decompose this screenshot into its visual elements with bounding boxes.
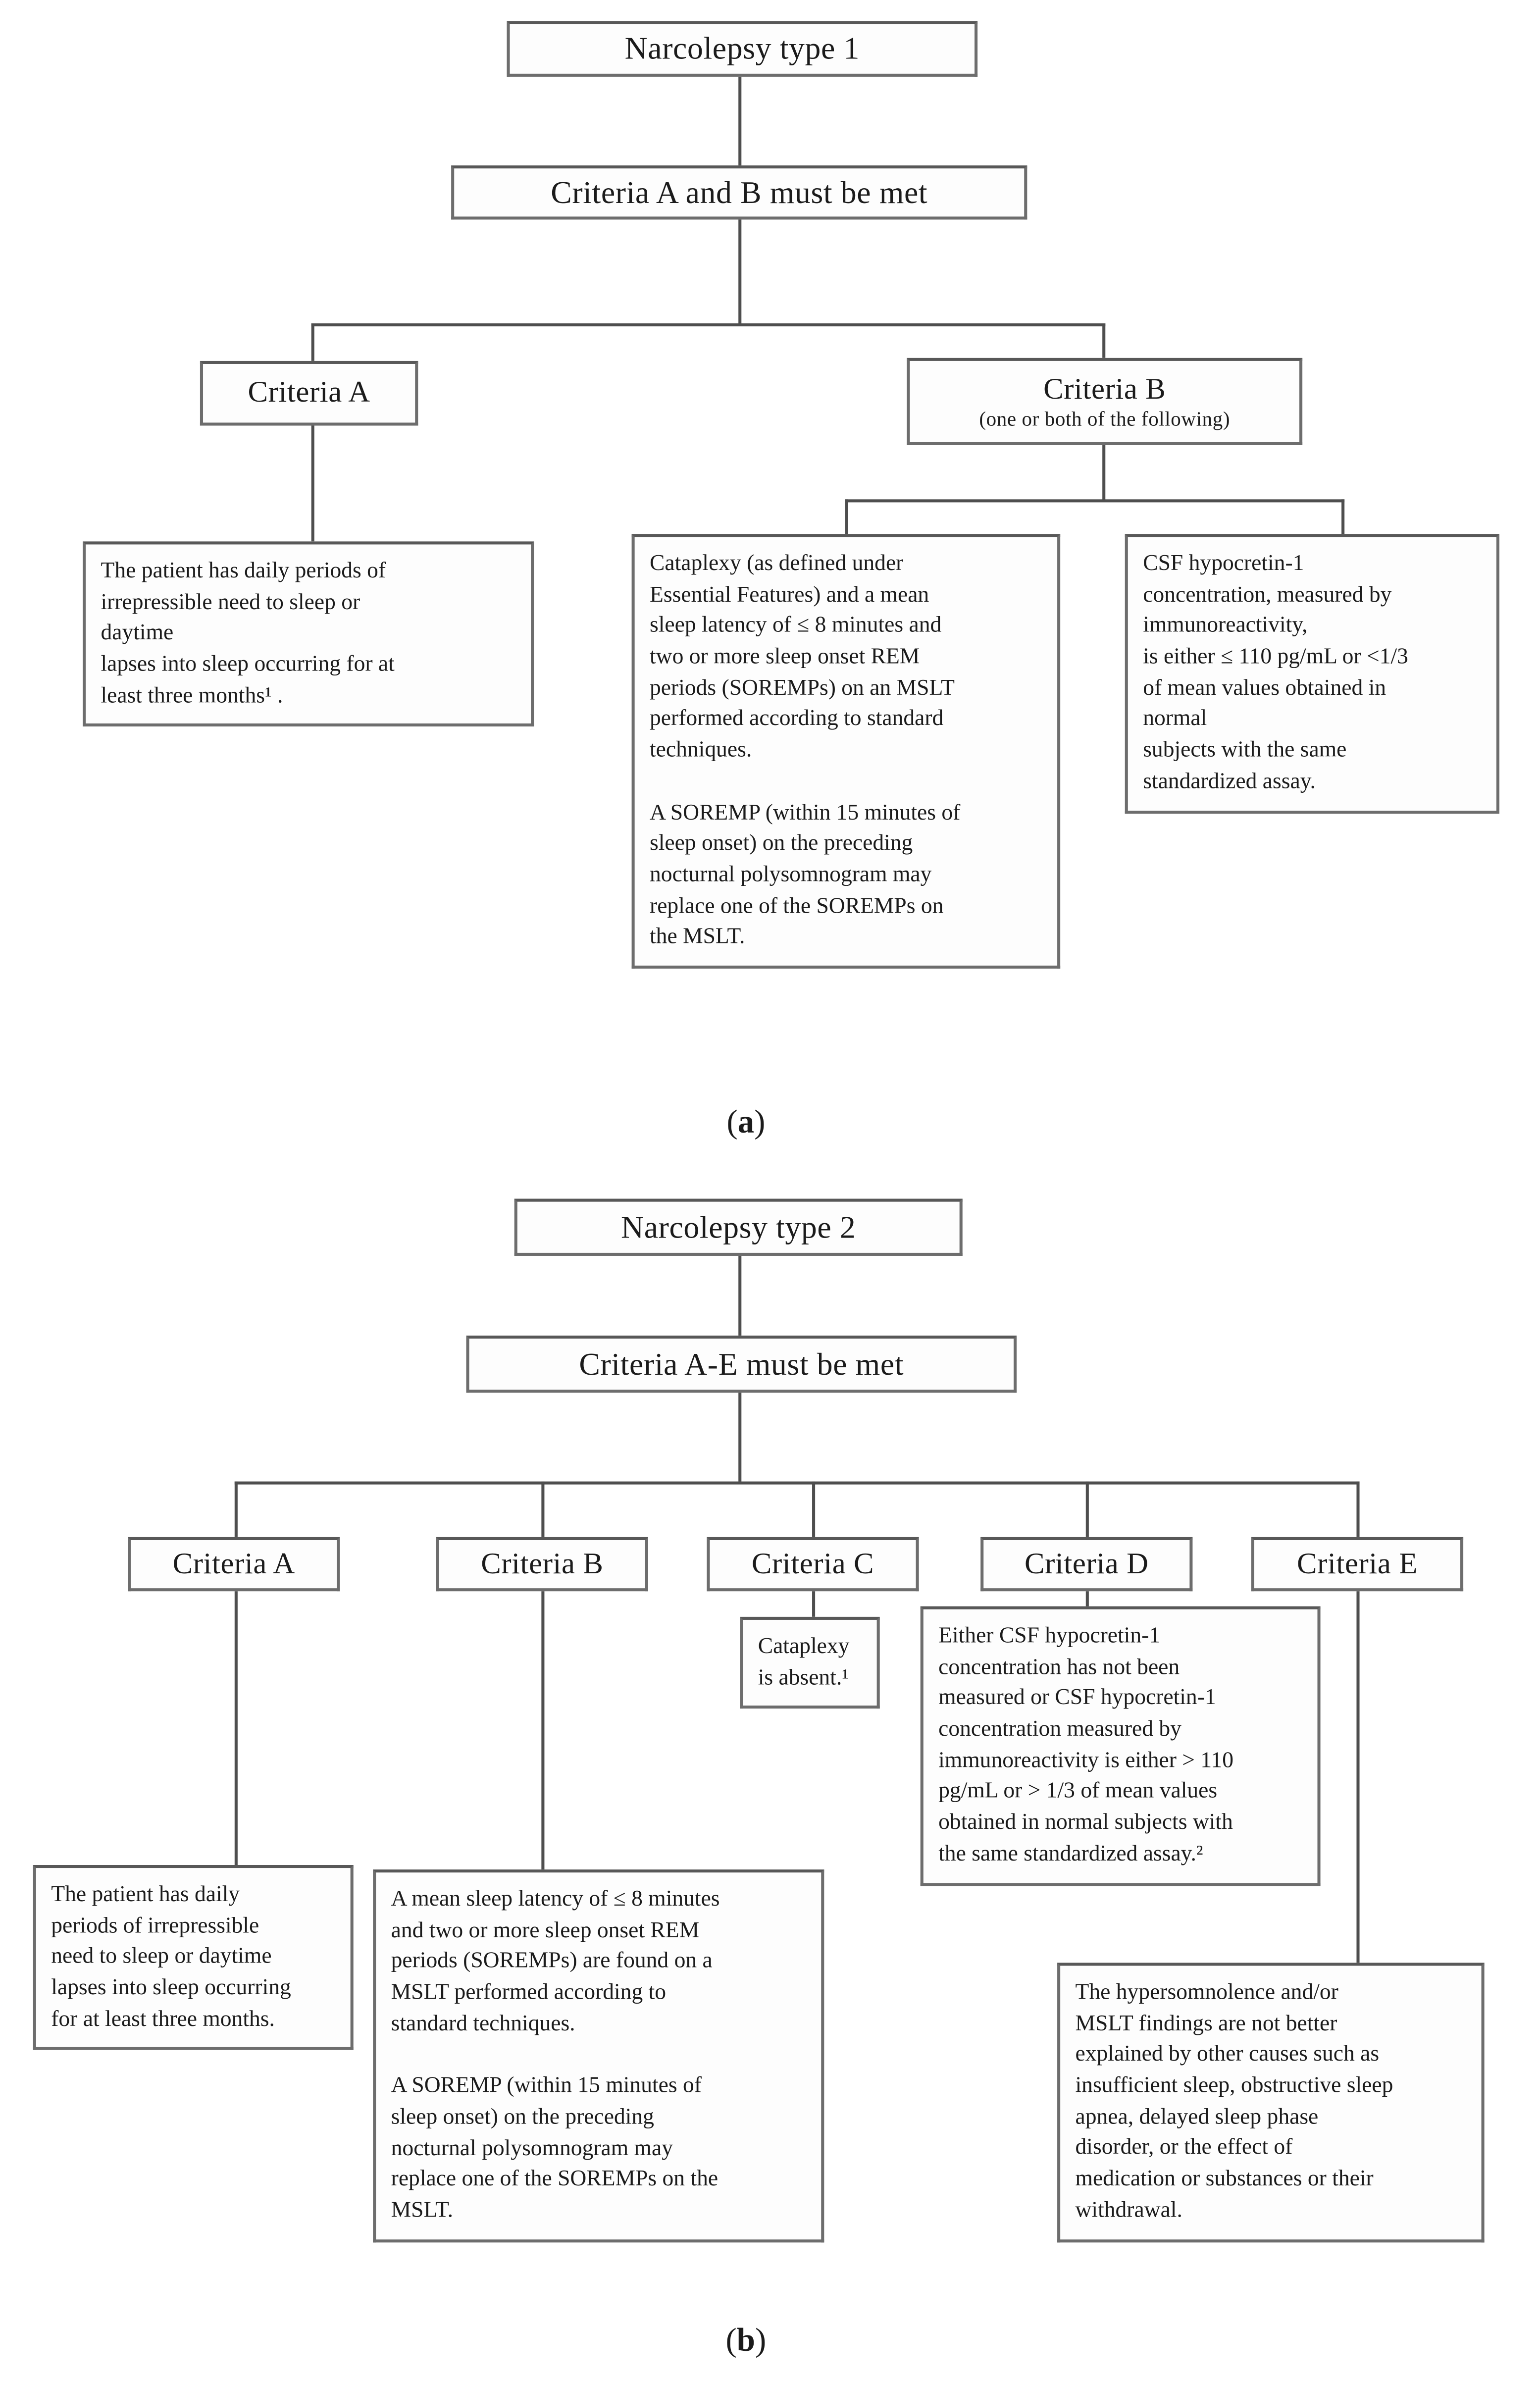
nt1-cataplexy-option-box: Cataplexy (as defined under Essential Fe… [631,534,1061,969]
connector-line [1085,1591,1088,1606]
connector-line [1356,1481,1359,1537]
nt2-criteria-e-description-box: The hypersomnolence and/or MSLT findings… [1057,1963,1485,2242]
connector-line [311,425,314,542]
panel-b-label-close: ) [755,2321,767,2359]
connector-line [541,1591,544,1870]
nt1-criteria-b-subtitle: (one or both of the following) [979,407,1231,430]
connector-line [845,499,848,534]
connector-line [234,1481,1360,1484]
panel-a-label-letter: a [737,1102,755,1140]
nt2-root-box: Narcolepsy type 2 [514,1198,963,1256]
connector-line [234,1481,237,1537]
connector-line [738,76,741,166]
panel-b-label-letter: b [736,2321,756,2359]
nt2-criteria-c-description-box: Cataplexy is absent.¹ [740,1616,880,1709]
panel-a-label: (a) [692,1102,800,1141]
nt2-criteria-e-box: Criteria E [1251,1537,1464,1592]
panel-b-label: (b) [692,2321,800,2360]
connector-line [311,323,1106,326]
nt2-criteria-c-box: Criteria C [707,1537,919,1592]
nt1-csf-option-box: CSF hypocretin-1 concentration, measured… [1125,534,1499,813]
connector-line [845,499,1345,502]
connector-line [1102,323,1105,358]
connector-line [738,1255,741,1336]
connector-line [812,1481,815,1537]
connector-line [1085,1481,1088,1537]
nt2-criteria-d-description-box: Either CSF hypocretin-1 concentration ha… [920,1606,1321,1886]
nt2-criteria-d-box: Criteria D [980,1537,1193,1592]
connector-line [1341,499,1344,534]
nt2-criteria-b-box: Criteria B [436,1537,648,1592]
nt1-criteria-b-box: Criteria B (one or both of the following… [907,358,1303,445]
connector-line [541,1481,544,1537]
nt1-criteria-a-box: Criteria A [200,361,418,426]
connector-line [311,323,314,361]
nt2-criteria-a-box: Criteria A [128,1537,340,1592]
nt1-criteria-a-description-box: The patient has daily periods of irrepre… [83,541,534,727]
connector-line [1356,1591,1359,1963]
panel-b-label-open: ( [725,2321,737,2359]
nt1-gate-box: Criteria A and B must be met [451,165,1027,220]
nt1-root-box: Narcolepsy type 1 [507,21,978,77]
connector-line [812,1591,815,1617]
nt2-criteria-b-description-box: A mean sleep latency of ≤ 8 minutes and … [373,1869,824,2242]
nt1-criteria-b-title: Criteria B [1043,372,1166,406]
nt2-criteria-a-description-box: The patient has daily periods of irrepre… [33,1865,354,2051]
connector-line [234,1591,237,1865]
connector-line [738,219,741,323]
connector-line [1102,445,1105,501]
nt2-gate-box: Criteria A-E must be met [466,1335,1017,1393]
panel-a-label-close: ) [754,1102,766,1140]
connector-line [738,1393,741,1482]
panel-a-label-open: ( [726,1102,738,1140]
